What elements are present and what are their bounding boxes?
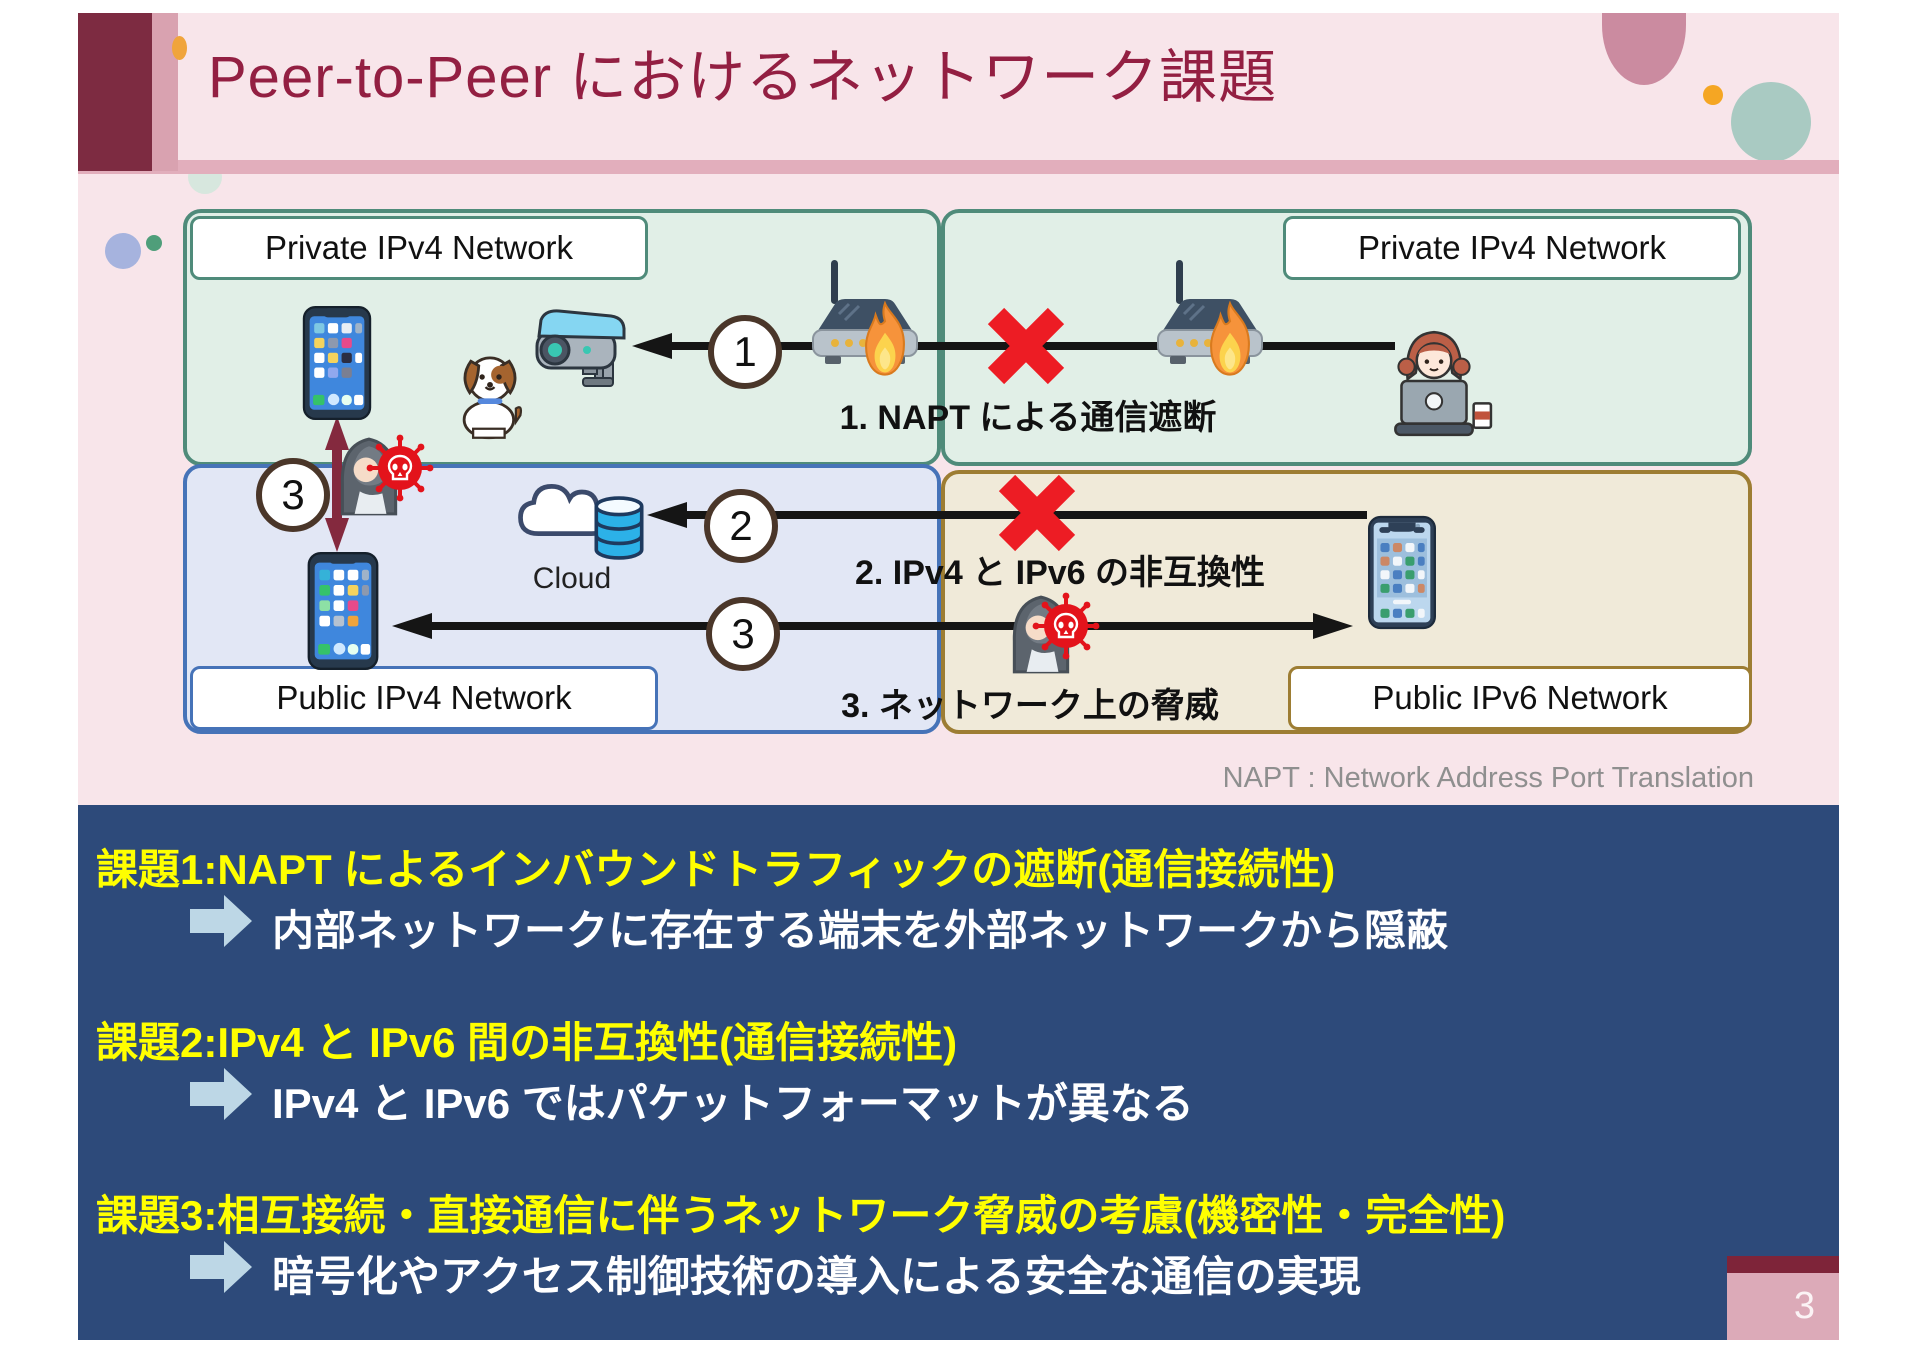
page-number: 3 (1727, 1273, 1839, 1340)
step-marker-3b: 3 (706, 597, 780, 671)
challenge-2-title: 課題2:IPv4 と IPv6 間の非互換性(通信接続性) (96, 1019, 958, 1066)
deco-orange-dot (1703, 85, 1723, 105)
page-title: Peer-to-Peer におけるネットワーク課題 (208, 45, 1278, 110)
database-icon (594, 496, 644, 560)
deco-teal-circle (1731, 82, 1811, 162)
laptop-user-icon (1394, 330, 1493, 437)
header-maroon-block (78, 13, 152, 171)
block-arrow-icon (190, 1241, 252, 1293)
challenge-3-detail: 暗号化やアクセス制御技術の導入による安全な通信の実現 (272, 1253, 1361, 1300)
step-marker-3a: 3 (256, 458, 330, 532)
diagram-caption-threat: 3. ネットワーク上の脅威 (841, 687, 1219, 725)
header-pink-stripe (152, 13, 178, 171)
red-cross-icon (998, 474, 1076, 552)
step-marker-1: 1 (708, 315, 782, 389)
summary-band (78, 805, 1839, 1340)
security-camera-icon (535, 309, 626, 387)
smartphone-icon (1368, 515, 1436, 630)
fire-icon (865, 301, 905, 376)
diagram-caption-incompat: 2. IPv4 と IPv6 の非互換性 (854, 554, 1266, 592)
virus-icon (366, 434, 434, 502)
deco-green-dot (146, 235, 162, 251)
virus-icon (1032, 592, 1100, 660)
smartphone-icon (302, 306, 372, 420)
block-arrow-icon (190, 895, 252, 947)
diagram-caption-napt: 1. NAPT による通信遮断 (839, 399, 1217, 437)
deco-periwinkle-dot (105, 233, 141, 269)
fire-icon (1210, 301, 1250, 376)
network-label: Private IPv4 Network (190, 216, 648, 280)
title-underline (78, 160, 1839, 174)
network-label: Private IPv4 Network (1283, 216, 1741, 280)
arrow-threat-vertical (325, 416, 349, 552)
block-arrow-icon (190, 1068, 252, 1120)
challenge-1-title: 課題1:NAPT によるインバウンドトラフィックの遮断(通信接続性) (96, 846, 1336, 893)
challenge-3-title: 課題3:相互接続・直接通信に伴うネットワーク脅威の考慮(機密性・完全性) (96, 1192, 1506, 1239)
network-label: Public IPv4 Network (190, 666, 658, 730)
deco-orange-accent (172, 36, 187, 60)
red-cross-icon (987, 307, 1065, 385)
dog-icon (462, 356, 523, 440)
step-marker-2: 2 (704, 489, 778, 563)
network-label: Public IPv6 Network (1288, 666, 1752, 730)
challenge-2-detail: IPv4 と IPv6 ではパケットフォーマットが異なる (272, 1080, 1194, 1127)
arrow-peer-to-peer (392, 613, 1353, 639)
challenge-1-detail: 内部ネットワークに存在する端末を外部ネットワークから隠蔽 (272, 907, 1449, 954)
page-number-accent-bar (1727, 1256, 1839, 1273)
smartphone-icon (307, 552, 379, 670)
cloud-label: Cloud (532, 562, 612, 595)
napt-footnote: NAPT : Network Address Port Translation (1222, 762, 1754, 794)
